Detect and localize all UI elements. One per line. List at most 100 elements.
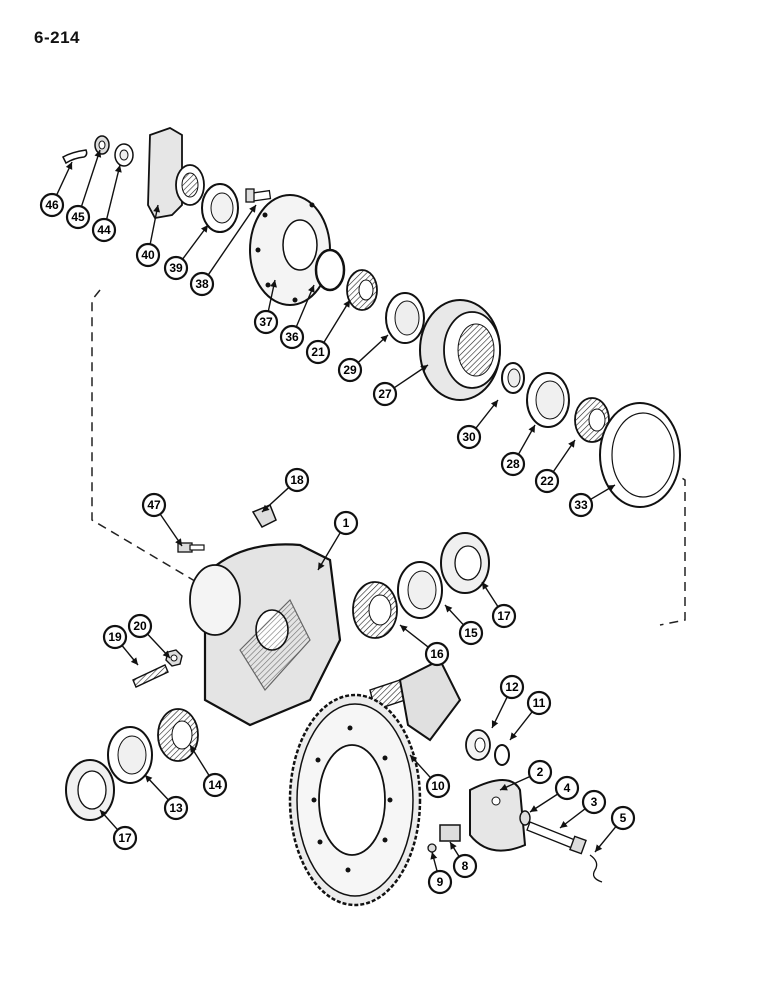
callout-c17b: 17: [99, 809, 138, 851]
callout-layer: 4645444039383736212927302822331847117151…: [39, 149, 636, 895]
leader-line: [207, 204, 257, 276]
callout-number: 18: [290, 473, 304, 487]
bearing-cup-3-part: [397, 561, 443, 619]
castle-nut-part: [94, 135, 110, 155]
callout-number: 38: [195, 277, 209, 291]
adjusting-nut-part: [440, 532, 490, 594]
callout-number: 17: [118, 831, 132, 845]
leader-arrowhead: [530, 805, 538, 812]
leader-arrowhead: [114, 165, 122, 173]
callout-number: 27: [378, 387, 392, 401]
callout-number: 17: [497, 609, 511, 623]
callout-c30: 30: [456, 399, 499, 450]
leader-arrowhead: [175, 538, 182, 546]
callout-number: 45: [71, 210, 85, 224]
oil-seal-part: [201, 183, 239, 233]
callout-number: 33: [574, 498, 588, 512]
leader-arrowhead: [490, 400, 498, 408]
callout-number: 14: [208, 778, 222, 792]
leader-arrowhead: [94, 150, 102, 158]
leader-arrowhead: [568, 440, 575, 448]
callout-number: 12: [505, 680, 519, 694]
callout-c14: 14: [189, 744, 228, 798]
callout-c11: 11: [509, 690, 552, 741]
callout-circle: [135, 242, 161, 268]
callout-number: 5: [620, 811, 627, 825]
leader-arrowhead: [318, 562, 325, 570]
leader-arrowhead: [491, 720, 499, 728]
callout-number: 21: [311, 345, 325, 359]
callout-circle: [127, 613, 153, 639]
callout-circle: [39, 192, 65, 218]
snap-ring-part: [494, 744, 510, 766]
leader-arrowhead: [528, 425, 535, 433]
callout-circle: [581, 789, 607, 815]
leader-arrowhead: [262, 504, 270, 512]
cap-bolt-part: [526, 821, 587, 855]
callout-c16: 16: [399, 624, 450, 667]
callout-number: 10: [431, 779, 445, 793]
callout-circle: [452, 853, 478, 879]
leader-arrowhead: [343, 300, 350, 308]
callout-circle: [141, 492, 167, 518]
pinion-bearing-part: [465, 729, 491, 761]
bolt-part: [245, 188, 272, 203]
callout-circle: [458, 620, 484, 646]
callout-circle: [65, 204, 91, 230]
callout-number: 40: [141, 248, 155, 262]
leader-arrowhead: [400, 625, 408, 633]
callout-c44: 44: [91, 164, 122, 243]
callout-number: 37: [259, 315, 273, 329]
callout-number: 22: [540, 474, 554, 488]
callout-circle: [112, 825, 138, 851]
callout-number: 2: [537, 765, 544, 779]
leader-arrowhead: [410, 755, 418, 763]
callout-c1: 1: [317, 510, 359, 571]
leader-arrowhead: [607, 485, 615, 492]
callout-number: 9: [437, 875, 444, 889]
callout-number: 4: [564, 781, 571, 795]
callout-c8: 8: [449, 841, 478, 879]
differential-case-part: [189, 543, 342, 727]
callout-circle: [427, 869, 453, 895]
callout-number: 47: [147, 498, 161, 512]
leader-arrowhead: [100, 810, 108, 818]
callout-circle: [333, 510, 359, 536]
callout-c46: 46: [39, 161, 73, 218]
callout-c37: 37: [253, 279, 279, 335]
leader-arrowhead: [270, 280, 277, 288]
leader-arrowhead: [510, 732, 518, 740]
leader-arrowhead: [308, 285, 315, 293]
callout-number: 8: [462, 859, 469, 873]
callout-c27: 27: [372, 364, 429, 407]
leader-line: [80, 149, 101, 207]
callout-circle: [189, 271, 215, 297]
callout-c38: 38: [189, 204, 257, 297]
leader-arrowhead: [482, 582, 489, 590]
callout-circle: [253, 309, 279, 335]
leader-arrowhead: [430, 852, 438, 860]
callout-c47: 47: [141, 492, 183, 547]
housing-bolt-part: [177, 542, 205, 553]
leader-arrowhead: [162, 650, 170, 658]
callout-c19: 19: [102, 624, 139, 666]
carrier-housing-part: [419, 299, 501, 401]
callout-number: 20: [133, 619, 147, 633]
callout-number: 28: [506, 457, 520, 471]
callout-number: 13: [169, 801, 183, 815]
bearing-cap-part: [469, 779, 527, 852]
taper-bearing-part: [352, 581, 398, 639]
carrier-bearing-cone-part: [157, 708, 199, 762]
callout-c29: 29: [337, 334, 389, 383]
leader-line: [295, 284, 315, 328]
bearing-cup-part: [385, 292, 425, 344]
callout-c28: 28: [500, 424, 536, 477]
callout-circle: [102, 624, 128, 650]
callout-c17a: 17: [481, 581, 517, 629]
leader-arrowhead: [420, 365, 428, 372]
lock-tab-part: [439, 824, 461, 842]
callout-c3: 3: [559, 789, 607, 829]
leader-arrowhead: [130, 657, 138, 665]
callout-number: 30: [462, 430, 476, 444]
callout-number: 44: [97, 223, 111, 237]
